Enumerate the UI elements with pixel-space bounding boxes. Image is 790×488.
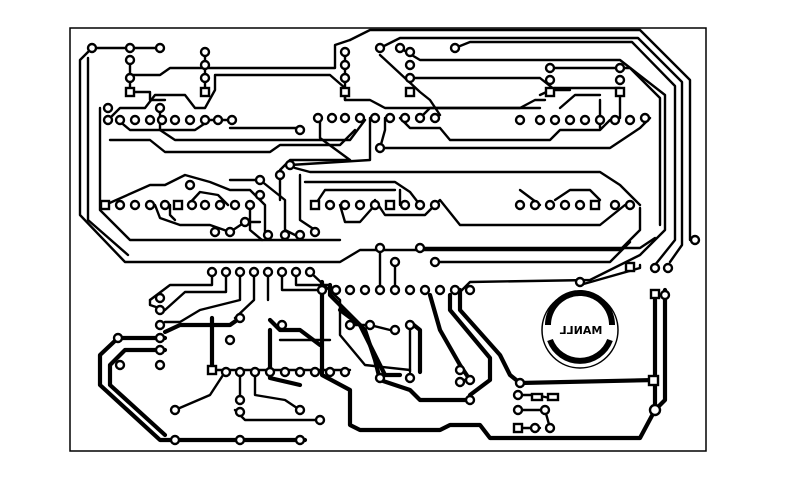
trace-bus-5 xyxy=(398,46,667,294)
trace-power-4 xyxy=(319,279,658,441)
trace-power-13 xyxy=(337,307,403,378)
trace-power-3 xyxy=(107,347,168,438)
trace-left-3 xyxy=(86,56,130,257)
trace-hdr-4 xyxy=(233,270,256,320)
trace-top-4 xyxy=(106,73,347,122)
trace-low-3 xyxy=(253,370,302,412)
trace-mid-15 xyxy=(553,188,602,202)
trace-left-outer xyxy=(78,46,642,264)
trace-bus-1 xyxy=(348,28,692,242)
trace-hdr-2 xyxy=(163,270,228,312)
trace-top-9 xyxy=(278,116,352,202)
trace-power-6 xyxy=(517,377,658,386)
trace-low-13 xyxy=(578,263,642,287)
circle-logo-icon: MANLL xyxy=(541,290,619,369)
trace-power-7 xyxy=(457,287,523,386)
trace-bus-10 xyxy=(398,116,612,142)
trace-top-3 xyxy=(128,38,352,77)
trace-left-inner xyxy=(98,106,342,242)
solder-pads xyxy=(86,42,701,446)
trace-power-9 xyxy=(447,292,493,398)
trace-bus-3 xyxy=(453,40,677,267)
trace-power-5 xyxy=(327,282,473,403)
trace-hdr-6 xyxy=(280,270,322,292)
trace-bus-8 xyxy=(343,53,547,110)
trace-top-7 xyxy=(108,128,357,154)
trace-mid-12 xyxy=(373,198,632,227)
trace-power-2 xyxy=(162,315,243,335)
trace-bus-2 xyxy=(378,36,684,264)
trace-mid-11 xyxy=(338,203,377,224)
trace-hdr-3 xyxy=(163,270,242,324)
trace-bus-15 xyxy=(558,93,602,110)
trace-top-1 xyxy=(128,56,167,102)
trace-mid-3 xyxy=(168,203,177,222)
board-outline xyxy=(69,27,707,452)
trace-bus-6 xyxy=(548,66,662,227)
trace-mid-16 xyxy=(418,236,657,250)
copper-traces xyxy=(78,28,692,443)
trace-bus-16 xyxy=(288,116,372,167)
logo-text: MANLL xyxy=(560,324,603,337)
trace-mid-17 xyxy=(433,240,632,264)
trace-bus-17 xyxy=(378,116,387,150)
trace-low-1 xyxy=(173,370,227,412)
trace-low-4 xyxy=(233,408,322,422)
trace-mid-9 xyxy=(303,180,422,207)
trace-power-12 xyxy=(267,317,323,348)
trace-mid-4 xyxy=(186,190,230,207)
trace-mid-8 xyxy=(293,166,642,207)
trace-hdr-1 xyxy=(148,270,214,302)
trace-power-1 xyxy=(97,335,308,443)
trace-mid-6 xyxy=(248,203,264,242)
trace-power-15 xyxy=(427,292,473,383)
trace-power-10 xyxy=(267,327,303,388)
trace-mid-7 xyxy=(298,173,317,232)
